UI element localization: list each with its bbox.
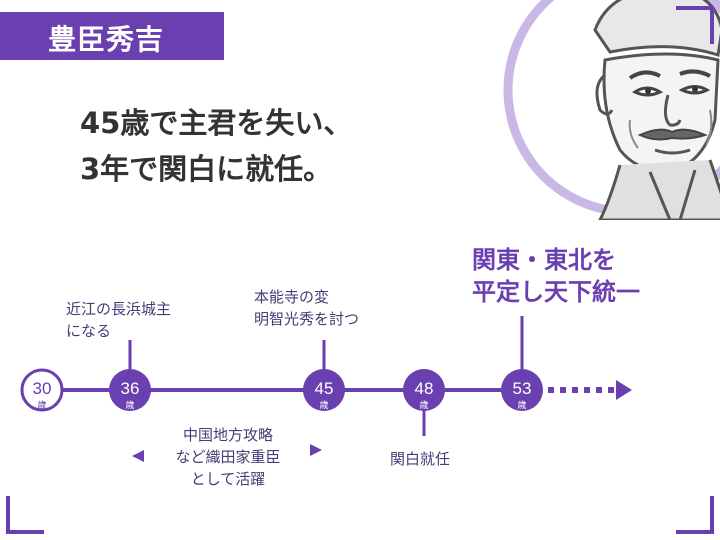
node-48-unit: 歳 [419, 399, 428, 411]
corner-bracket-top-right [676, 6, 714, 44]
period-line-2: など織田家重臣 [175, 448, 281, 466]
node-45-unit: 歳 [319, 399, 328, 411]
timeline-arrow-icon [616, 380, 632, 400]
node-30 [20, 368, 64, 412]
node-48 [403, 369, 445, 411]
event-48-line-1: 関白就任 [390, 450, 451, 468]
event-48: 関白就任 [390, 448, 450, 470]
event-36: 近江の長浜城主 になる [66, 298, 171, 342]
corner-bracket-bottom-left [6, 496, 44, 534]
headline-line-2: 3年で関白に就任。 [80, 152, 333, 186]
node-45-age: 45 [315, 379, 334, 398]
page-title: 豊臣秀吉 [48, 23, 165, 56]
portrait-illustration [503, 0, 720, 220]
node-53 [501, 369, 543, 411]
node-30-unit: 歳 [37, 399, 46, 411]
event-45: 本能寺の変 明智光秀を討つ [254, 286, 359, 330]
node-48-age: 48 [415, 379, 434, 398]
event-45-line-2: 明智光秀を討つ [254, 310, 360, 328]
period-left-arrow-icon [132, 450, 144, 462]
node-53-unit: 歳 [517, 399, 526, 411]
event-53-line-2: 平定し天下統一 [472, 278, 640, 306]
node-53-age: 53 [513, 379, 532, 398]
period-line-3: として活躍 [190, 470, 266, 488]
event-36-line-2: になる [66, 322, 112, 340]
timeline-continuation-dots [548, 387, 614, 393]
event-53-line-1: 関東・東北を [472, 246, 616, 274]
corner-bracket-bottom-right [676, 496, 714, 534]
headline-line-1: 45歳で主君を失い、 [80, 106, 353, 140]
node-36-age: 36 [121, 379, 140, 398]
event-36-line-1: 近江の長浜城主 [66, 300, 172, 318]
node-36 [109, 369, 151, 411]
node-36-unit: 歳 [125, 399, 134, 411]
event-45-line-1: 本能寺の変 [254, 288, 330, 306]
period-right-arrow-icon [310, 444, 322, 456]
node-30-age: 30 [33, 379, 52, 398]
period-label: 中国地方攻略 など織田家重臣 として活躍 [160, 424, 296, 490]
node-45 [303, 369, 345, 411]
period-line-1: 中国地方攻略 [182, 426, 273, 444]
event-53: 関東・東北を 平定し天下統一 [472, 244, 640, 308]
title-bar [0, 12, 224, 60]
